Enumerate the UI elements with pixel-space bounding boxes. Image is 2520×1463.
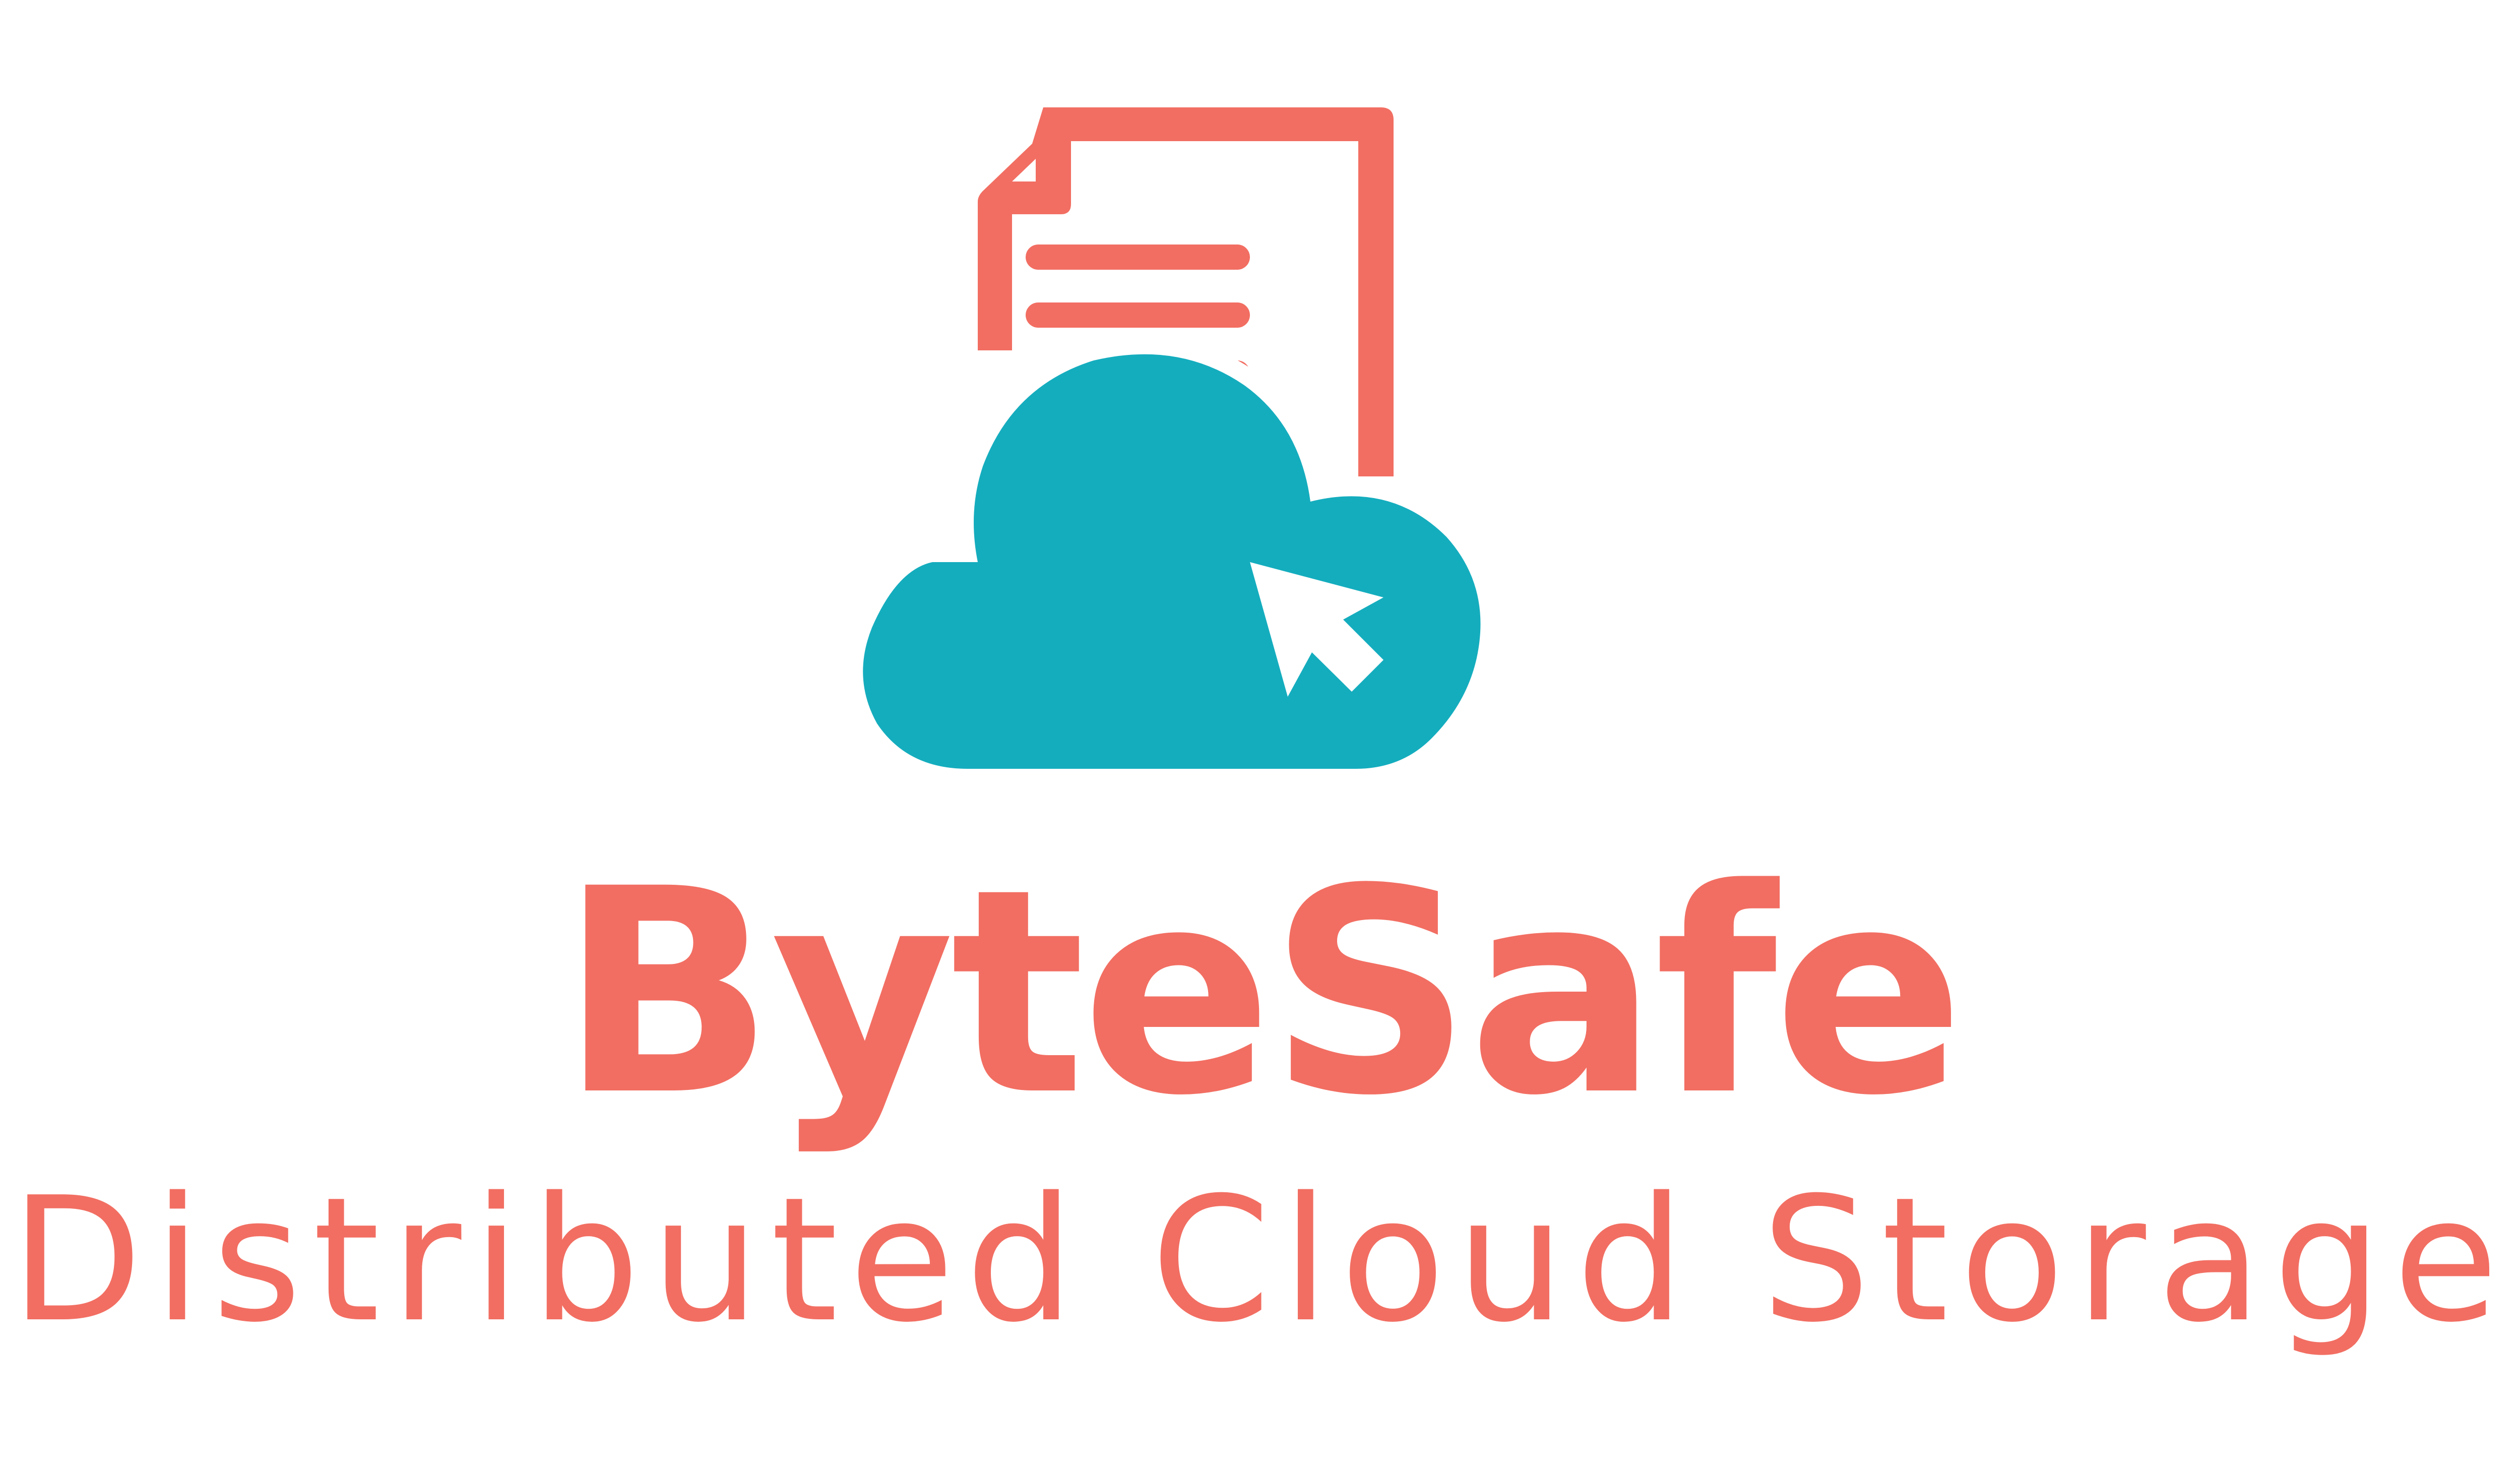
tagline: Distributed Cloud Storage xyxy=(10,1161,2510,1360)
cloud-document-emblem xyxy=(845,107,1498,786)
brand-name: ByteSafe xyxy=(559,829,1965,1157)
cursor-arrow-icon xyxy=(1250,562,1383,697)
